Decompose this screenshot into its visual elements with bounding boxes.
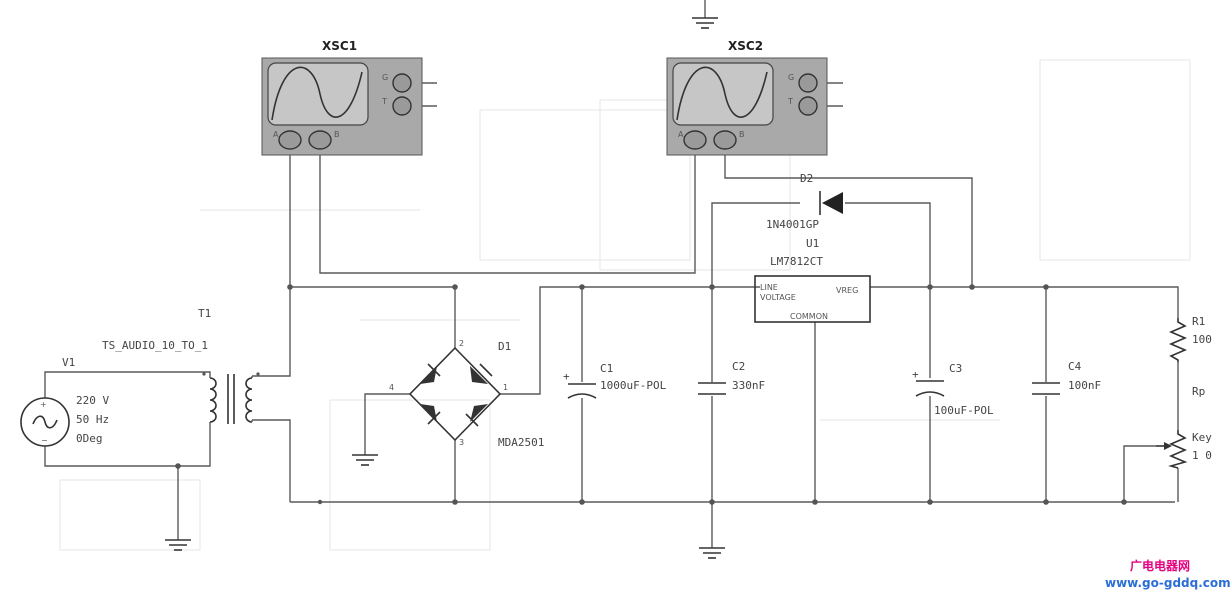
capacitor-c4[interactable]: C4 100nF [1032,360,1101,395]
ground-icon [352,454,378,466]
c1-ref: C1 [600,362,613,375]
transformer-model: TS_AUDIO_10_TO_1 [102,339,208,352]
u1-model: LM7812CT [770,255,823,268]
svg-text:+: + [563,370,570,383]
transformer-ref: T1 [198,307,211,320]
junction-dot [287,284,293,290]
junction-dot [1121,499,1127,505]
xsc2-pin-b: B [739,130,745,139]
svg-text:−: − [41,436,48,445]
d2-ref: D2 [800,172,813,185]
junction-dot [579,284,585,290]
u1-ref: U1 [806,237,819,250]
bridge-pin-1: 1 [503,383,508,392]
diode-d2[interactable]: D2 1N4001GP [766,172,843,231]
bridge-ref: D1 [498,340,511,353]
oscilloscope-xsc1[interactable]: G T A B XSC1 [261,39,423,156]
capacitor-c2[interactable]: C2 330nF [698,360,765,395]
xsc2-pin-a: A [678,130,684,139]
xsc2-terminal-a [683,130,707,150]
xsc1-terminal-t [392,96,412,116]
c4-ref: C4 [1068,360,1082,373]
c2-value: 330nF [732,379,765,392]
wires [44,0,1179,548]
ground-icon [699,547,725,559]
junction-dot [969,284,975,290]
junction-dot [1043,499,1049,505]
bridge-pin-4: 4 [389,383,394,392]
ground-icon [165,539,191,551]
c1-value: 1000uF-POL [600,379,667,392]
rp-value: 1 0 [1192,449,1212,462]
r1-ref: R1 [1192,315,1205,328]
u1-pin-vreg: VREG [836,286,858,295]
oscilloscope-xsc2[interactable]: G T A B XSC2 [666,39,828,156]
xsc1-terminal-a [278,130,302,150]
xsc1-pin-b: B [334,130,340,139]
bridge-model: MDA2501 [498,436,544,449]
watermark: 广电电器网 www.go-gddq.com [1105,558,1231,590]
resistor-r1[interactable]: R1 100 [1168,315,1212,362]
rp-key: Key [1192,431,1212,444]
source-ref: V1 [62,356,75,369]
u1-pin-common: COMMON [790,312,828,321]
watermark-line1: 广电电器网 [1130,558,1190,573]
sine-wave-icon [676,66,768,121]
bridge-pin-3: 3 [459,438,464,447]
junction-dot [579,499,585,505]
capacitor-c1[interactable]: + C1 1000uF-POL [563,362,667,399]
c2-ref: C2 [732,360,745,373]
source-frequency: 50 Hz [76,413,109,426]
xsc2-pin-g: G [788,73,794,82]
u1-pin-voltage: VOLTAGE [760,293,796,302]
rp-ref: Rp [1192,385,1205,398]
background-ghost [59,59,1191,551]
source-phase: 0Deg [76,432,103,445]
junction-dot [927,284,933,290]
junctions [175,284,1127,505]
xsc2-terminal-b [713,130,737,150]
xsc1-pin-a: A [273,130,279,139]
c3-value: 100uF-POL [934,404,994,417]
u1-pin-line: LINE [760,283,778,292]
bridge-pin-2: 2 [459,339,464,348]
transformer-t1[interactable]: T1 TS_AUDIO_10_TO_1 [102,307,270,424]
junction-dot [927,499,933,505]
bridge-rectifier-d1[interactable]: 2 1 3 4 D1 MDA2501 [389,339,544,449]
xsc2-terminal-g [798,73,818,93]
xsc1-terminal-g [392,73,412,93]
xsc1-pin-t: T [381,97,387,106]
svg-text:+: + [40,400,47,409]
junction-dot [175,463,181,469]
d2-model: 1N4001GP [766,218,819,231]
ac-source-v1[interactable]: + − V1 220 V 50 Hz 0Deg [20,356,109,447]
c4-value: 100nF [1068,379,1101,392]
xsc1-terminal-b [308,130,332,150]
capacitor-c3[interactable]: + C3 100uF-POL [912,362,994,417]
ground-icon [692,17,718,29]
c3-ref: C3 [949,362,962,375]
junction-dot [1043,284,1049,290]
junction-dot [812,499,818,505]
potentiometer-rp[interactable]: Rp Key 1 0 [1156,385,1212,469]
regulator-u1[interactable]: U1 LM7812CT LINE VOLTAGE VREG COMMON [754,237,871,323]
svg-text:+: + [912,368,919,381]
junction-dot [709,499,715,505]
sine-wave-icon [271,66,363,121]
source-voltage: 220 V [76,394,109,407]
junction-dot [452,499,458,505]
xsc1-pin-g: G [382,73,388,82]
junction-dot [709,284,715,290]
xsc2-label: XSC2 [728,39,763,53]
xsc2-terminal-t [798,96,818,116]
r1-value: 100 [1192,333,1212,346]
xsc1-label: XSC1 [322,39,357,53]
junction-dot [452,284,458,290]
watermark-line2: www.go-gddq.com [1105,576,1231,590]
junction-dot [317,499,323,505]
xsc2-pin-t: T [787,97,793,106]
